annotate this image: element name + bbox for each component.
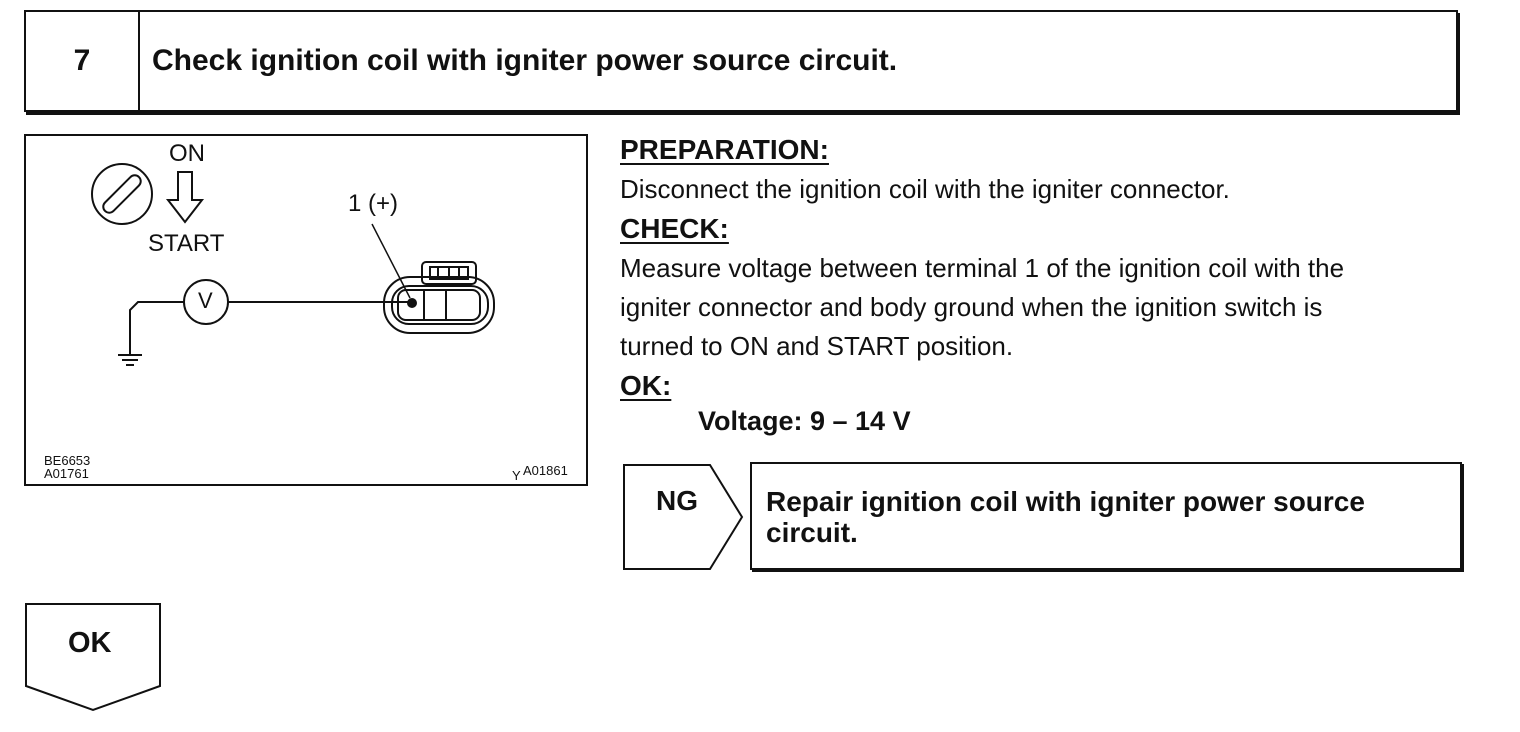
figure-code-prefix: Y bbox=[512, 468, 521, 483]
figure-code-3: A01861 bbox=[523, 463, 568, 478]
step-header: 7 Check ignition coil with igniter power… bbox=[24, 10, 1458, 112]
instructions: PREPARATION: Disconnect the ignition coi… bbox=[620, 130, 1470, 406]
preparation-text: Disconnect the ignition coil with the ig… bbox=[620, 174, 1230, 204]
repair-action-box: Repair ignition coil with igniter power … bbox=[750, 462, 1462, 570]
voltage-spec: Voltage: 9 – 14 V bbox=[698, 406, 911, 436]
ok-arrow-box bbox=[25, 603, 161, 712]
repair-action-text: Repair ignition coil with igniter power … bbox=[766, 486, 1365, 548]
ng-label: NG bbox=[656, 485, 698, 516]
check-line-1: Measure voltage between terminal 1 of th… bbox=[620, 253, 1345, 283]
voltmeter-symbol: V bbox=[198, 288, 213, 313]
ng-arrow-box bbox=[623, 464, 744, 570]
switch-on-label: ON bbox=[169, 140, 205, 167]
ignition-switch-icon bbox=[91, 163, 153, 225]
check-heading: CHECK: bbox=[620, 213, 729, 244]
terminal-label: 1 (+) bbox=[348, 190, 399, 217]
step-title: Check ignition coil with igniter power s… bbox=[152, 44, 898, 77]
step-number: 7 bbox=[26, 12, 140, 110]
figure-code-2: A01761 bbox=[44, 466, 89, 481]
preparation-heading: PREPARATION: bbox=[620, 134, 829, 165]
figure-code-1: BE6653 bbox=[44, 453, 91, 468]
switch-start-label: START bbox=[148, 230, 225, 257]
terminal-1-icon bbox=[407, 298, 417, 308]
connector-icon bbox=[383, 261, 495, 334]
check-line-3: turned to ON and START position. bbox=[620, 331, 1014, 361]
ground-wire bbox=[118, 301, 184, 366]
wiring-figure: ON START 1 (+) V BE6653 A01761 Y A01861 bbox=[24, 134, 588, 486]
check-line-2: igniter connector and body ground when t… bbox=[620, 292, 1323, 322]
wiring-diagram bbox=[91, 163, 495, 366]
down-arrow-icon bbox=[165, 171, 205, 224]
ok-heading: OK: bbox=[620, 370, 672, 401]
ok-label: OK bbox=[68, 627, 112, 659]
terminal-leader bbox=[371, 223, 411, 299]
